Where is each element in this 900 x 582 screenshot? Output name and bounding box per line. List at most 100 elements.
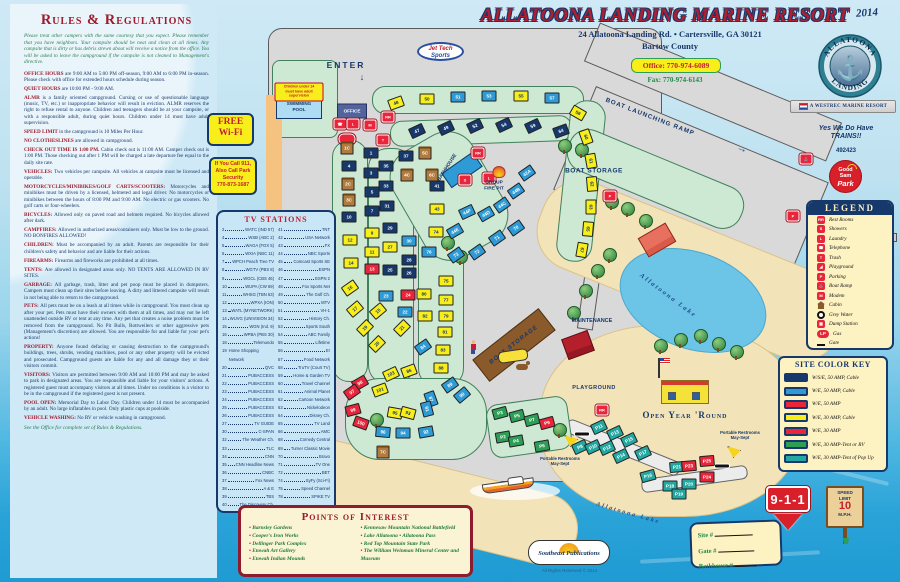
site-12: 12 xyxy=(342,234,358,246)
site-key-row: W/E, 30 AMP xyxy=(784,425,882,438)
dot-leader xyxy=(283,319,309,321)
tv-station-name: BET xyxy=(321,469,330,475)
color-swatch xyxy=(784,426,808,436)
dot-leader xyxy=(227,448,266,450)
poi-item: Lake Allatoona • Allatoona Pass xyxy=(361,533,463,541)
tv-channel: 72 xyxy=(278,469,283,475)
pg-icon: ◢ xyxy=(817,263,825,272)
site-key-label: W/E, 30 AMP, Cable xyxy=(812,414,855,421)
rule-item: NO CLOTHESLINES are allowed in campgroun… xyxy=(24,137,133,144)
tv-station-name: WPXA (ION) xyxy=(250,299,275,305)
tv-channel: 71 xyxy=(278,461,283,467)
dot-leader xyxy=(283,399,298,401)
map-label: GROUP FIRE PIT xyxy=(484,180,504,191)
dot-leader xyxy=(283,464,315,466)
tv-channel: 16 xyxy=(222,332,227,338)
legend-label: Telephone xyxy=(829,245,851,252)
tv-station-name: WXIA (NBC 11) xyxy=(245,251,274,257)
tv-channel: 5 xyxy=(222,243,225,249)
tv-channel: 41 xyxy=(278,227,283,232)
dot-leader xyxy=(283,375,293,377)
legend-item: ☎Telephone xyxy=(808,244,892,254)
map-label: Portable Restrooms May-Sept xyxy=(540,456,580,466)
resort-anchor-logo: ALLATOONA LANDING ⚓ xyxy=(818,34,882,98)
color-swatch xyxy=(784,373,808,383)
tv-station-name: SyFy (Sci-Fi) xyxy=(305,477,330,483)
dot-leader xyxy=(225,270,245,272)
tv-channel: 27 xyxy=(222,421,227,427)
dot-leader xyxy=(227,294,242,296)
map-label: ↓ xyxy=(359,71,365,82)
dot-leader xyxy=(227,383,248,385)
dot-leader xyxy=(227,424,254,426)
dot-leader xyxy=(225,278,243,280)
tv-channel: 36 xyxy=(222,469,227,475)
tv-station-name: ESPN 2 xyxy=(315,275,330,281)
dot-leader xyxy=(283,230,321,231)
dot-leader xyxy=(227,327,249,329)
tv-channel: 19 xyxy=(222,348,227,354)
dot-leader xyxy=(227,343,253,345)
br-icon: ⚓ xyxy=(817,282,825,291)
tv-station-name: ESPN xyxy=(318,267,330,273)
legend-label: Laundry xyxy=(829,235,847,242)
dot-leader xyxy=(283,489,301,490)
site-82: 82 xyxy=(417,310,433,322)
site-79: 79 xyxy=(438,310,454,322)
tv-station-name: VH-1 xyxy=(320,307,330,313)
tv-channel: 65 xyxy=(278,421,283,427)
children-supervision-sign: Children under 14 must have adult superv… xyxy=(274,82,324,102)
tv-station-name: QVC xyxy=(264,364,274,370)
poi-item: Barnsley Gardens xyxy=(249,525,351,533)
dot-leader xyxy=(283,391,304,393)
tv-channel: 59 xyxy=(278,372,283,378)
poi-item: Red Top Mountain State Park xyxy=(361,541,463,549)
dot-leader xyxy=(283,270,318,272)
dot-leader xyxy=(283,286,302,288)
sh-icon: S xyxy=(817,225,825,234)
tree-icon xyxy=(370,413,384,428)
tv-station-name: CNN Headline News xyxy=(235,461,274,467)
tv-channel: 69 xyxy=(278,445,283,451)
tv-station-name: AMC xyxy=(320,429,330,435)
site-4: 4 xyxy=(341,160,357,172)
office-phone: Office: 770-974-6089 xyxy=(631,58,721,73)
poi-item: Cooper's Iron Works xyxy=(249,533,351,541)
legend-label: Cabin xyxy=(829,302,842,309)
tv-station-name: Fox Sports Net xyxy=(302,283,330,289)
legend-label: Parking xyxy=(829,273,846,280)
gw-icon xyxy=(817,310,825,319)
site-P19: P19 xyxy=(671,488,687,500)
tv-station-name: WGN (Ind. 9) xyxy=(249,324,274,330)
site-53: 53 xyxy=(481,90,497,102)
tv-station-name: Telemundo xyxy=(253,340,275,346)
pa-icon: P xyxy=(817,272,825,281)
site-31: 31 xyxy=(379,200,395,212)
site-7: 7 xyxy=(364,205,380,217)
site-28: 28 xyxy=(401,254,417,266)
site-9: 9 xyxy=(364,227,380,239)
tv-channel: 49 xyxy=(278,291,283,297)
site-33: 33 xyxy=(378,180,394,192)
site-77: 77 xyxy=(438,294,454,306)
emergency-911-sign: 9-1-1 xyxy=(765,485,811,532)
dot-leader xyxy=(283,497,311,499)
dot-leader xyxy=(283,278,315,280)
speed-limit-label: SPEED LIMIT xyxy=(837,490,853,501)
map-label: MAINTENANCE xyxy=(571,317,613,324)
telephone-icon: ☎ xyxy=(332,117,348,131)
